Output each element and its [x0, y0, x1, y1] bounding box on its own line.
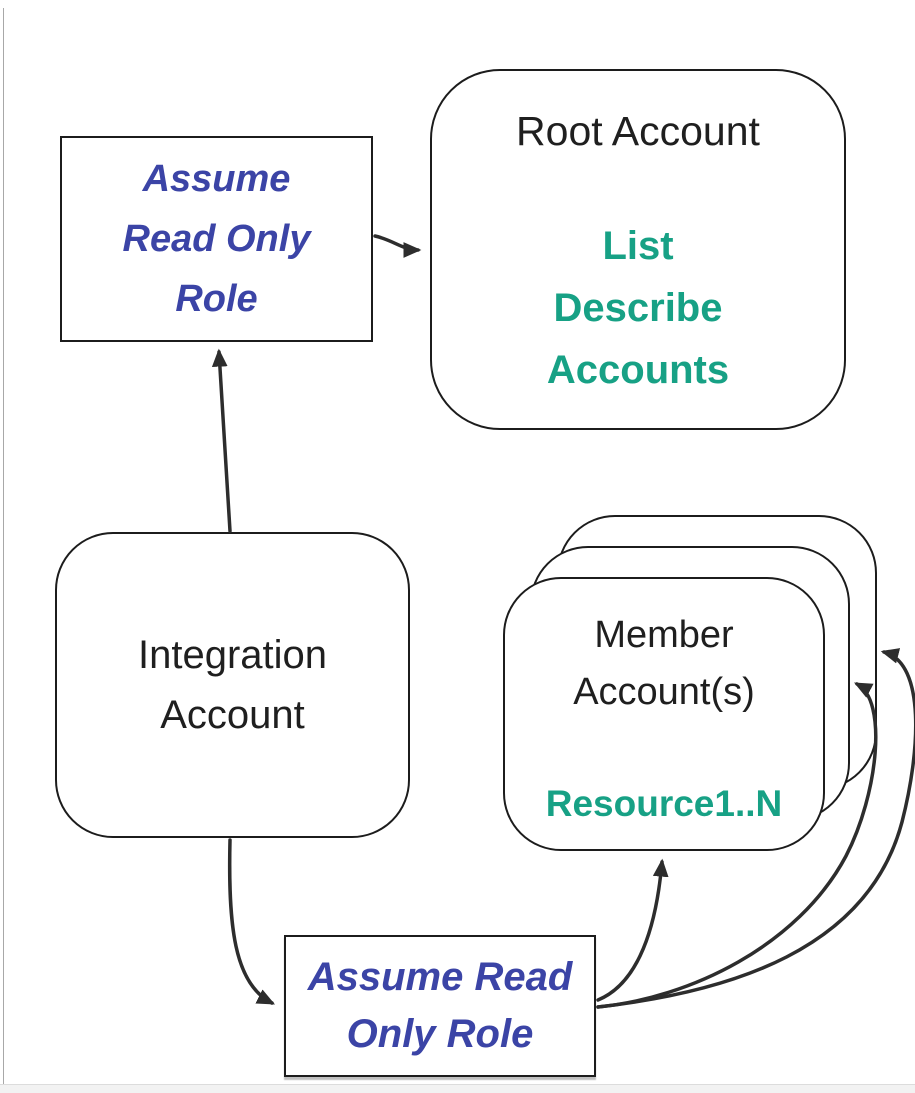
page-bottom-edge: [0, 1084, 915, 1093]
integration-account-title: Integration Account: [137, 633, 328, 737]
page-left-edge-line: [3, 8, 4, 1084]
action-accounts: Accounts: [546, 348, 730, 392]
root-account-box: Root Account List Describe Accounts: [430, 69, 846, 430]
member-accounts-title: Member Account(s): [573, 614, 755, 713]
arrow-assume-bottom-to-member-front: [596, 858, 669, 1002]
integration-account-box: Integration Account: [55, 532, 410, 838]
assume-read-only-role-top-box: Assume Read Only Role: [60, 136, 373, 342]
root-account-title: Root Account: [516, 108, 760, 154]
root-account-actions: List Describe Accounts: [547, 215, 729, 401]
assume-read-only-role-bottom-box: Assume Read Only Role: [284, 935, 596, 1077]
assume-role-bottom-label: Assume Read Only Role: [307, 955, 573, 1056]
assume-role-top-label: Assume Read Only Role: [122, 158, 311, 320]
arrow-assume-top-to-root: [373, 234, 422, 258]
action-describe: Describe: [553, 286, 723, 330]
member-accounts-box: Member Account(s) Resource1..N: [503, 577, 825, 851]
arrow-integration-to-assume-bottom: [227, 838, 276, 1005]
arrow-integration-to-assume-top: [211, 348, 232, 533]
member-resources-label: Resource1..N: [545, 783, 783, 824]
action-list: List: [602, 224, 674, 268]
